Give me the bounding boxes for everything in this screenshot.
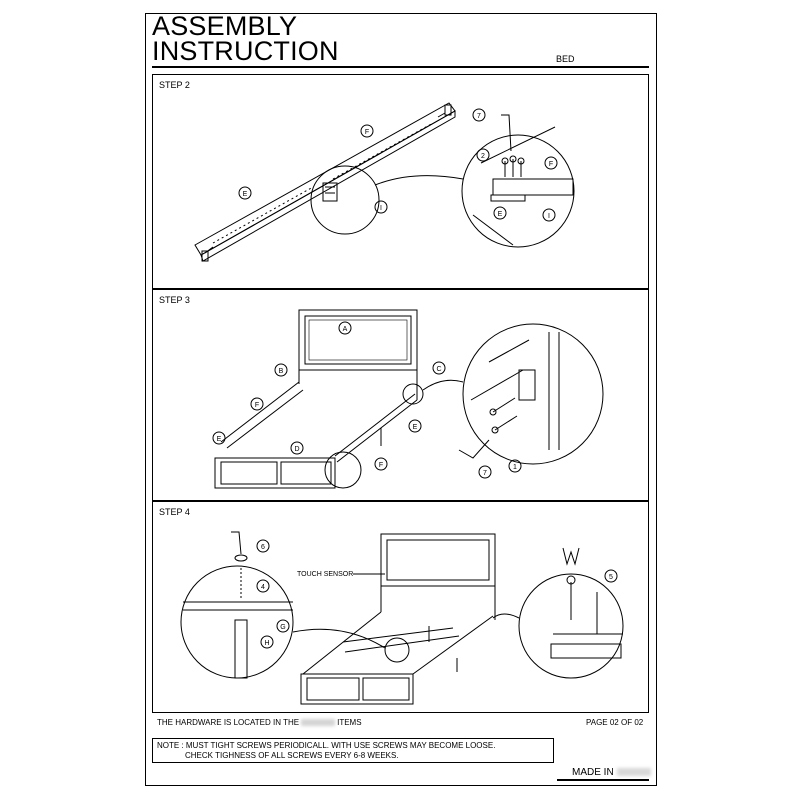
step-2-diagram: F E I 7 2 F E I (194, 102, 575, 262)
note-box: NOTE : MUST TIGHT SCREWS PERIODICALL. WI… (152, 738, 554, 763)
detail-circle-large (462, 323, 604, 465)
callout-f: F (255, 402, 259, 409)
callout-4: 4 (261, 584, 265, 591)
step-label: STEP 2 (159, 80, 190, 90)
leg-bracket (550, 592, 623, 659)
screw-icon (562, 547, 580, 620)
detail-link-line (374, 175, 464, 186)
bed-frame (214, 381, 418, 489)
hex-key-icon (501, 114, 512, 152)
hardware-text-after: ITEMS (337, 718, 362, 727)
step-3-panel: STEP 3 (152, 289, 649, 501)
hardware-text-before: THE HARDWARE IS LOCATED IN THE (157, 718, 300, 727)
callout-5: 5 (609, 574, 613, 581)
detail-circle-center (384, 637, 410, 663)
redacted-text (616, 768, 651, 777)
step-3-diagram: A B C F E D E F 1 7 (212, 309, 604, 489)
header-rule (152, 66, 649, 68)
detail-rails (472, 126, 574, 246)
made-in-label: MADE IN (572, 767, 651, 778)
callout-markers: 6 4 G H 5 (256, 539, 618, 649)
note-line-1: NOTE : MUST TIGHT SCREWS PERIODICALL. WI… (157, 741, 496, 750)
callout-f: F (365, 129, 369, 136)
detail-circle-small (324, 451, 362, 489)
step-4-diagram: TOUCH SENSOR (180, 531, 624, 705)
detail-link-line (422, 379, 464, 391)
headboard (380, 533, 496, 620)
callout-1: 1 (513, 464, 517, 471)
callout-f-right: F (379, 462, 383, 469)
note-line-2: CHECK TIGHNESS OF ALL SCREWS EVERY 6-8 W… (185, 751, 399, 760)
callout-e: E (243, 191, 248, 198)
detail-circle-right (518, 573, 624, 679)
slat-support-h (183, 601, 293, 679)
callout-g: G (280, 624, 285, 631)
detail-link-line (292, 628, 386, 649)
title-line-1: ASSEMBLY (152, 11, 298, 41)
callout-h: H (264, 640, 269, 647)
rail-end-bracket (444, 104, 452, 116)
product-name: BED (556, 54, 575, 64)
callout-7: 7 (477, 113, 481, 120)
page-number: PAGE 02 OF 02 (586, 718, 644, 727)
callout-6: 6 (261, 544, 265, 551)
document-title: ASSEMBLY INSTRUCTION (152, 11, 339, 66)
rail-end-bracket (201, 250, 209, 262)
bed-frame (300, 611, 494, 705)
callout-i-detail: I (548, 213, 550, 220)
bolts (501, 155, 525, 177)
callout-markers: A B C F E D E F 1 7 (212, 321, 522, 479)
callout-e-right: E (413, 424, 418, 431)
footer-rule (557, 779, 649, 781)
touch-sensor-label: TOUCH SENSOR (297, 571, 353, 578)
detail-bracket (470, 332, 560, 450)
hardware-location-note: THE HARDWARE IS LOCATED IN THE ITEMS (157, 718, 362, 727)
detail-circle-large (461, 134, 575, 248)
callout-2: 2 (481, 153, 485, 160)
callout-f-detail: F (549, 161, 553, 168)
detail-circle-corner (402, 383, 424, 405)
step-label: STEP 3 (159, 295, 190, 305)
callout-7: 7 (483, 470, 487, 477)
callout-markers: F E I 7 2 F E I (238, 108, 558, 222)
side-rail-f (204, 112, 446, 254)
step-2-panel: STEP 2 (152, 74, 649, 289)
hex-key-icon (458, 439, 490, 459)
callout-c: C (436, 366, 441, 373)
made-in-text: MADE IN (572, 767, 614, 778)
screws (489, 397, 518, 434)
redacted-text (301, 719, 336, 727)
callout-a: A (343, 326, 348, 333)
callout-e-detail: E (498, 211, 503, 218)
headboard-a (298, 309, 418, 400)
step-label: STEP 4 (159, 507, 190, 517)
connector-bracket-i (322, 182, 338, 202)
detail-circle-small (310, 165, 380, 235)
title-line-2: INSTRUCTION (152, 36, 339, 66)
callout-e: E (217, 436, 222, 443)
side-rail-e (194, 102, 456, 262)
step-4-panel: STEP 4 TOUCH SENSOR (152, 501, 649, 713)
hex-key-icon (231, 531, 248, 562)
detail-link-line-right (492, 613, 520, 619)
callout-i: I (380, 205, 382, 212)
callout-b: B (279, 368, 284, 375)
detail-circle-left (180, 565, 294, 679)
callout-d: D (294, 446, 299, 453)
